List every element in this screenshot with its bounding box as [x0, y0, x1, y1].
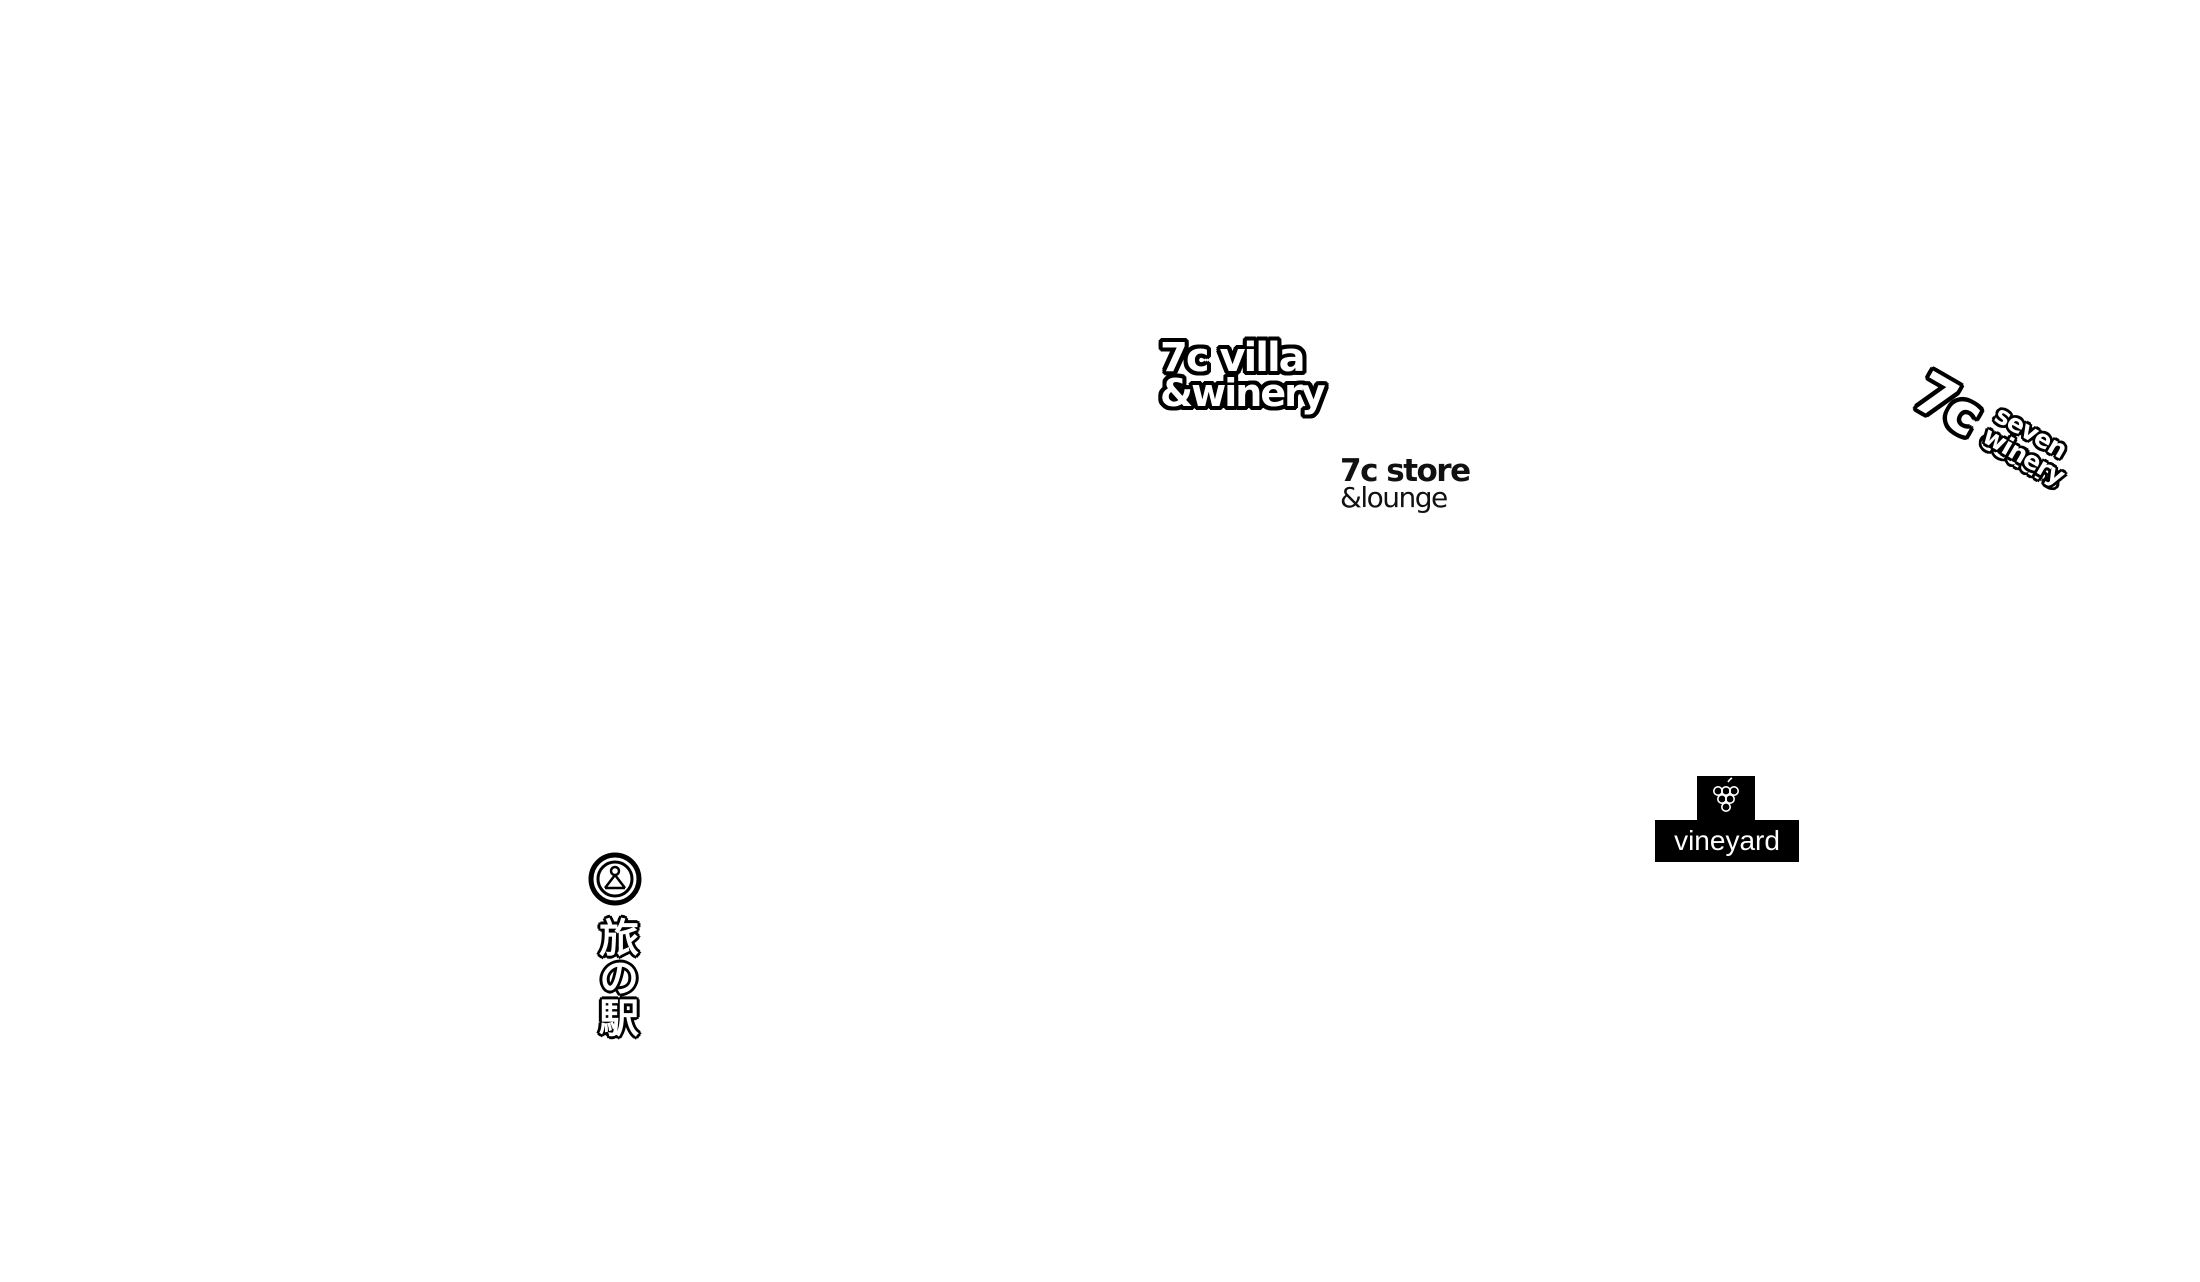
vineyard-text: vineyard [1655, 820, 1799, 862]
vineyard-label[interactable]: vineyard [1655, 776, 1799, 862]
store-subtitle: &lounge [1340, 481, 1448, 514]
seven-cedars-winery-label[interactable]: 7c seven cedars winery [1865, 360, 2143, 601]
villa-winery-label[interactable]: 7c villa &winery [1160, 338, 1330, 412]
villa-title: 7c villa [1160, 335, 1306, 381]
store-title: 7c store [1340, 453, 1471, 489]
store-lounge-label[interactable]: 7c store &lounge [1340, 453, 1471, 514]
villa-subtitle: &winery [1160, 371, 1326, 415]
tabi-no-eki-label[interactable]: 旅の駅 [588, 852, 642, 1038]
grape-icon [1697, 776, 1755, 820]
tabi-no-eki-text: 旅の駅 [592, 917, 638, 1037]
cedars-logo-text: 7c [1902, 360, 1991, 449]
emblem-icon [588, 852, 642, 906]
